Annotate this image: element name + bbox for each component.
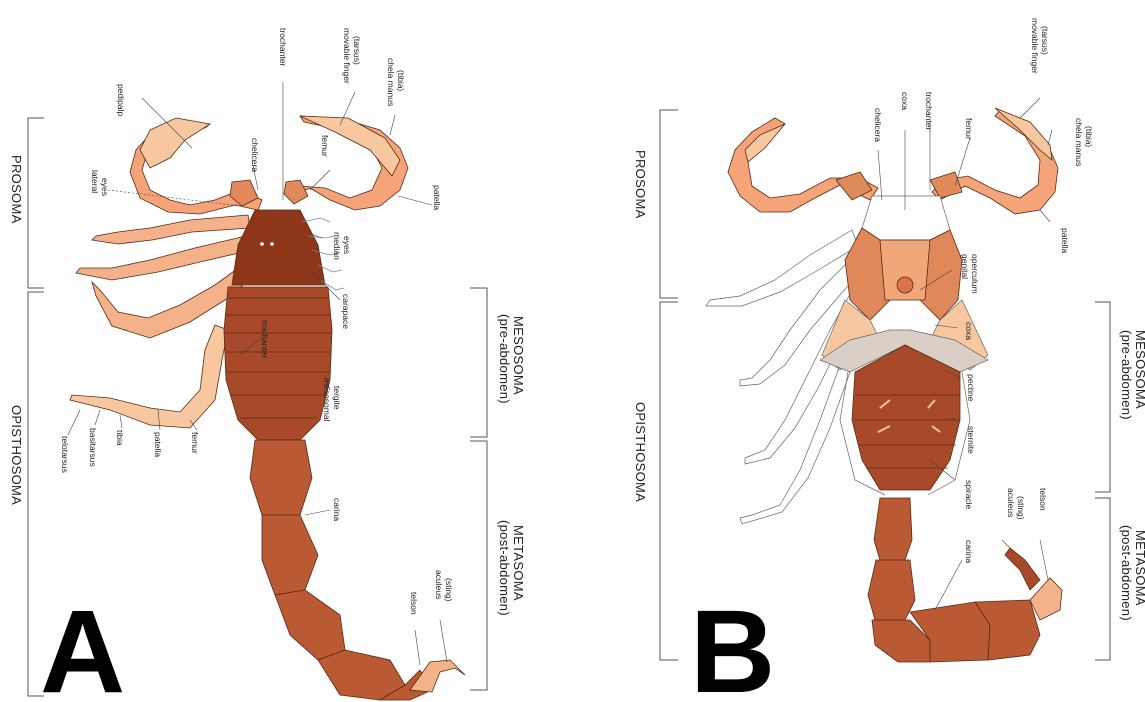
label-trochanter-b: trochanter (924, 92, 934, 130)
label-movable-finger-b: movable finger (1030, 18, 1040, 74)
region-opisthosoma: OPISTHOSOMA (9, 405, 24, 505)
genital-operculum-shape (897, 277, 913, 293)
walking-legs-b (706, 230, 870, 524)
region-metasoma-sub: (post-abdomen) (497, 520, 512, 616)
region-metasoma: METASOMA (511, 525, 526, 601)
label-femur-leg: femur (190, 432, 200, 454)
label-carina: carina (332, 498, 342, 521)
pedipalps-a (130, 116, 408, 214)
region-prosoma-b: PROSOMA (633, 150, 648, 219)
label-femur-top: femur (320, 135, 330, 157)
median-eyes-dot (270, 242, 274, 246)
label-chelicera: chelicera (250, 138, 260, 172)
label-chela-manus-b: chela manus (1074, 118, 1084, 166)
region-mesosoma-sub-b: (pre-abdomen) (1119, 330, 1134, 420)
region-mesosoma: MESOSOMA (511, 316, 526, 395)
median-eyes-dot (260, 242, 264, 246)
label-eyes-lateral: eyes (100, 178, 110, 196)
label-tergite: tergite (332, 386, 342, 410)
label-spiracle-b: spiracle (964, 480, 974, 510)
label-lateral: lateral (90, 170, 100, 193)
label-telson-b: telson (1038, 488, 1048, 511)
opisthosoma-bracket-b (660, 302, 678, 660)
panel-letter-a: A (40, 586, 125, 702)
label-sting: (sting) (444, 578, 454, 602)
label-tarsus: (tarsus) (352, 36, 362, 65)
panel-letter-b: B (690, 586, 775, 702)
metasoma-bracket (470, 441, 487, 690)
label-aculeus-b: aculeus (1006, 488, 1016, 517)
label-trochanter: trochanter (278, 28, 288, 66)
label-sternite-b: sternite (966, 426, 976, 454)
prosoma-bracket-b (660, 110, 678, 298)
panel-b: chelicera coxa trochanter femur movable … (633, 18, 1145, 702)
label-chela-manus: chela manus (386, 58, 396, 106)
label-trochanter-leg: trochanter (260, 320, 270, 358)
label-median: median (332, 232, 342, 260)
label-tibia: tibia (115, 430, 125, 446)
label-eyes-median: eyes (342, 236, 352, 254)
label-aculeus: aculeus (434, 570, 444, 599)
label-tibia-paren: (tibia) (396, 70, 406, 91)
label-pedipalp: pedipalp (116, 84, 126, 116)
panel-a: pedipalp chelicera trochanter movable fi… (9, 28, 526, 702)
label-tibia-paren-b: (tibia) (1084, 126, 1094, 147)
region-prosoma: PROSOMA (9, 155, 24, 224)
label-operculum-b: operculum (970, 254, 980, 294)
region-metasoma-sub-b: (post-abdomen) (1119, 525, 1134, 621)
metasoma-bracket-b (1095, 498, 1110, 660)
label-tarsus-b: (tarsus) (1040, 26, 1050, 55)
metasoma-a (250, 440, 465, 700)
label-patella-b: patella (1060, 228, 1070, 253)
label-femur-b: femur (964, 118, 974, 140)
region-mesosoma-sub: (pre-abdomen) (497, 314, 512, 404)
prosoma-bracket (28, 118, 44, 288)
region-opisthosoma-b: OPISTHOSOMA (633, 402, 648, 502)
metasoma-b (868, 498, 1062, 662)
label-patella-leg: patella (153, 432, 163, 457)
label-movable-finger: movable finger (342, 28, 352, 84)
label-chelicera-b: chelicera (873, 108, 883, 142)
mesosoma-a (224, 287, 332, 440)
label-mesosomal: mesosomal (322, 378, 332, 422)
mesosoma-bracket (470, 288, 487, 437)
label-carapace: carapace (341, 294, 351, 329)
label-coxa-top-b: coxa (900, 92, 910, 110)
mesosoma-bracket-b (1095, 302, 1110, 492)
label-telotarsus: telotarsus (60, 436, 70, 473)
label-coxa-mid-b: coxa (964, 322, 974, 340)
label-basitarsus: basitarsus (88, 428, 98, 467)
label-genital-b: genital (960, 254, 970, 279)
label-telson: telson (409, 592, 419, 615)
label-pectine-b: pectine (966, 374, 976, 402)
label-carina-b: carina (964, 540, 974, 563)
label-patella-top: patella (432, 185, 442, 210)
label-sting-b: (sting) (1016, 496, 1026, 520)
